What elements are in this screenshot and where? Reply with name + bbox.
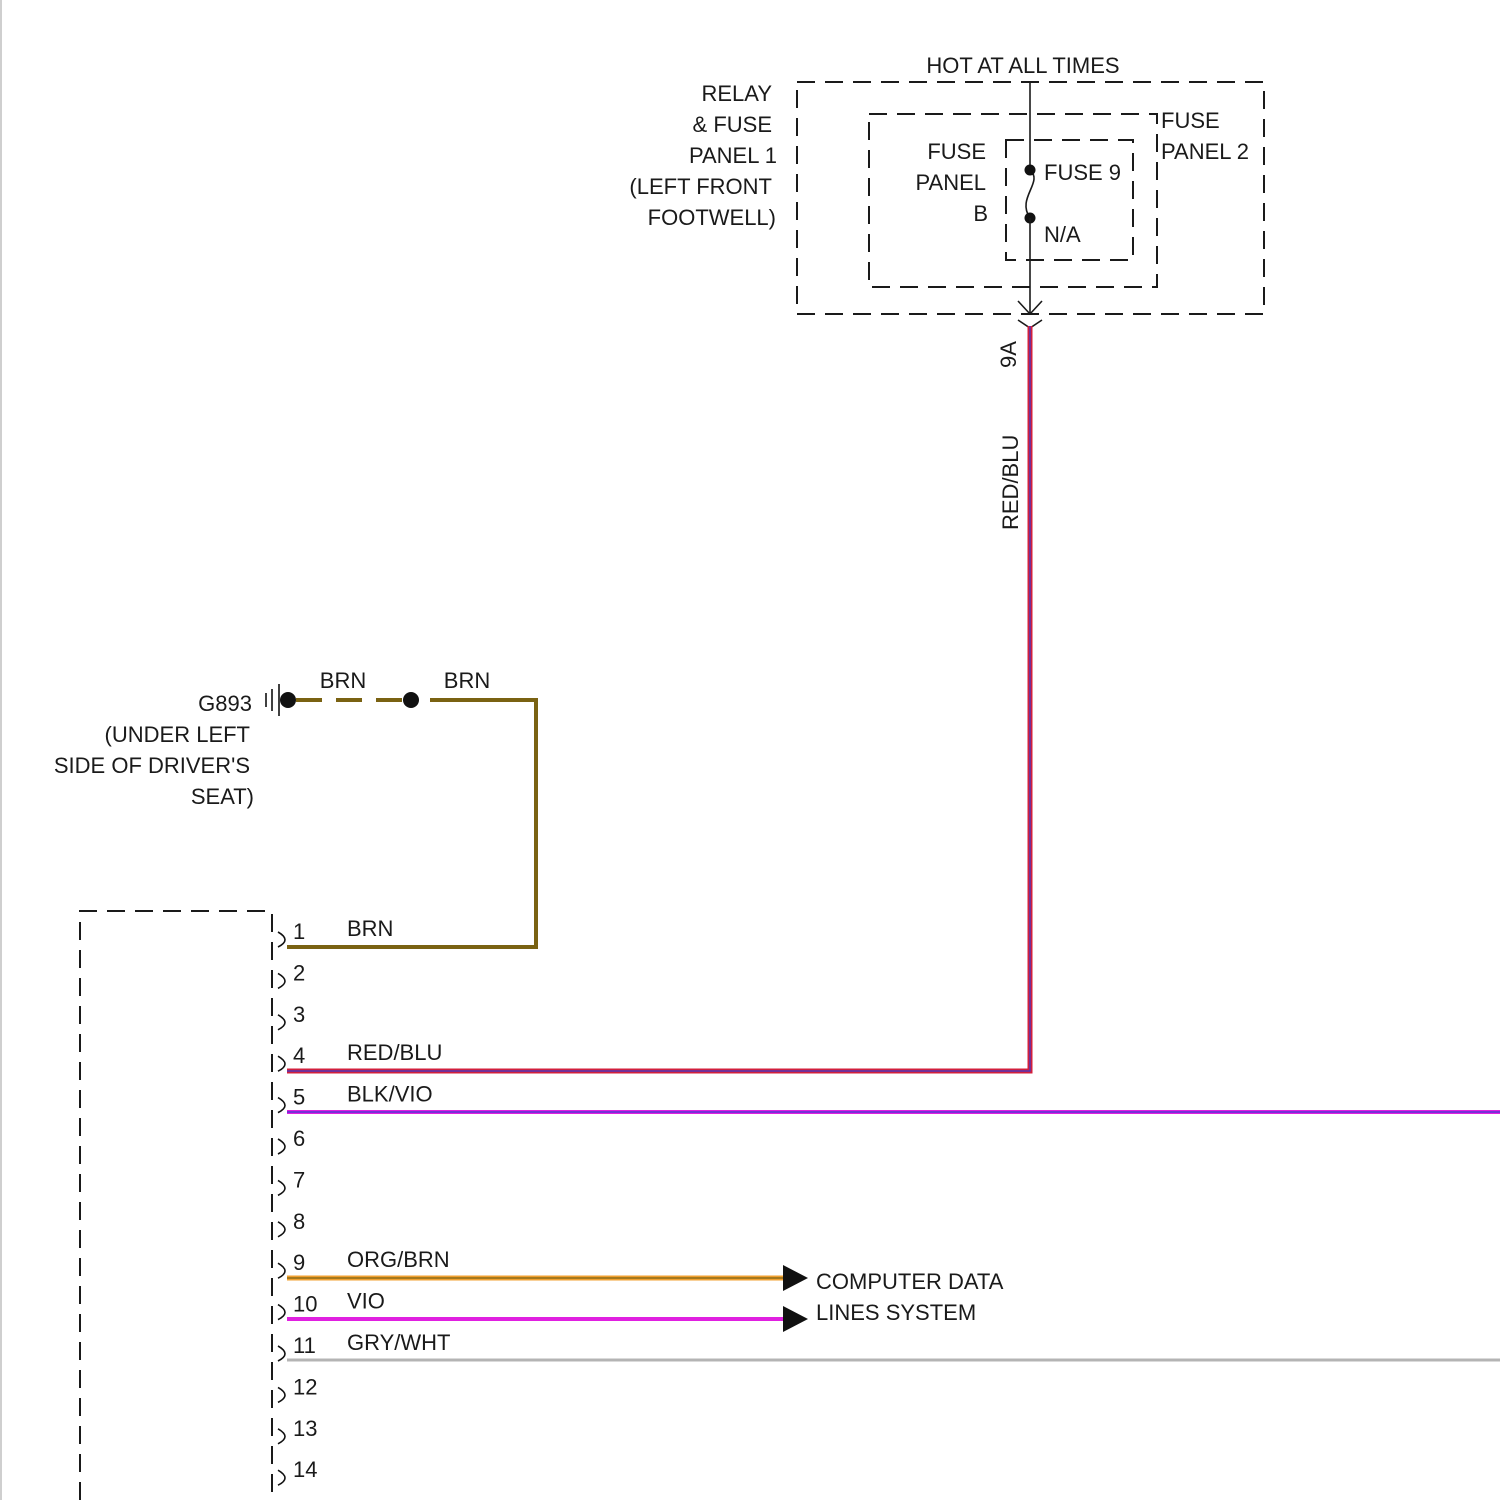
svg-text:PANEL: PANEL <box>915 170 986 195</box>
pin-number: 5 <box>293 1085 305 1110</box>
connector-pin: 13 <box>278 1416 317 1444</box>
svg-text:LINES SYSTEM: LINES SYSTEM <box>816 1300 976 1325</box>
svg-text:FUSE: FUSE <box>1161 108 1220 133</box>
svg-text:PANEL 1: PANEL 1 <box>689 143 777 168</box>
pin-number: 1 <box>293 919 305 944</box>
connector-pin: 12 <box>278 1374 317 1402</box>
fuse-name: FUSE 9 <box>1044 160 1121 185</box>
pin-terminal-icon <box>278 973 285 988</box>
pin-terminal-icon <box>278 1015 285 1030</box>
svg-text:RELAY: RELAY <box>701 81 772 106</box>
hot-at-all-times-label: HOT AT ALL TIMES <box>926 53 1119 78</box>
pin-wire-label: BLK/VIO <box>347 1082 433 1107</box>
ground-splice-dot <box>280 692 296 708</box>
ground-location-label: (UNDER LEFT SIDE OF DRIVER'S SEAT) <box>54 722 254 809</box>
connector-pin: 2 <box>278 960 305 988</box>
svg-text:B: B <box>973 201 988 226</box>
computer-data-lines-label: COMPUTER DATA LINES SYSTEM <box>816 1269 1004 1325</box>
relay-fuse-panel-1-label: RELAY & FUSE PANEL 1 (LEFT FRONT FOOTWEL… <box>629 81 777 230</box>
arrow-right-icon <box>783 1306 808 1332</box>
pin-terminal-icon <box>278 1305 285 1320</box>
connector-pin: 3 <box>278 1002 305 1030</box>
pin-number: 8 <box>293 1209 305 1234</box>
pin-wire-label: RED/BLU <box>347 1040 442 1065</box>
arrow-right-icon <box>783 1265 808 1291</box>
svg-text:PANEL 2: PANEL 2 <box>1161 139 1249 164</box>
connector-pin: 7 <box>278 1167 305 1195</box>
connector-pin: 5 BLK/VIO <box>278 1082 433 1113</box>
svg-text:& FUSE: & FUSE <box>693 112 772 137</box>
pin-terminal-icon <box>278 1346 285 1361</box>
connector-pins: 1 BRN 2 3 4 RED/BLU 5 BLK/VIO 6 7 8 9 ORG/BRN 10 VIO 11… <box>278 916 450 1485</box>
svg-text:FOOTWELL): FOOTWELL) <box>648 205 776 230</box>
component-box <box>80 911 272 1500</box>
pin-terminal-icon <box>278 1222 285 1237</box>
pin-number: 11 <box>293 1333 316 1358</box>
pin-terminal-icon <box>278 932 285 947</box>
pin-number: 12 <box>293 1374 317 1399</box>
connector-pin: 14 <box>278 1457 317 1485</box>
pin-terminal-icon <box>278 1470 285 1485</box>
connector-pin: 4 RED/BLU <box>278 1040 442 1071</box>
svg-text:SEAT): SEAT) <box>191 784 254 809</box>
svg-text:SIDE OF DRIVER'S: SIDE OF DRIVER'S <box>54 753 250 778</box>
pin-number: 10 <box>293 1292 317 1317</box>
svg-text:FUSE: FUSE <box>927 139 986 164</box>
connector-9a-label: 9A <box>996 341 1021 368</box>
wire-brn <box>287 700 536 947</box>
connector-pin: 10 VIO <box>278 1289 385 1320</box>
pin-wire-label: BRN <box>347 916 393 941</box>
fuse-terminal-top <box>1025 165 1036 176</box>
pin-number: 7 <box>293 1167 305 1192</box>
ground-g893-icon <box>266 684 279 716</box>
splice-dot <box>403 692 419 708</box>
pin-wire-label: ORG/BRN <box>347 1247 450 1272</box>
pin-number: 9 <box>293 1250 305 1275</box>
fuse-panel-2-label: FUSE PANEL 2 <box>1161 108 1249 164</box>
fuse-rating: N/A <box>1044 222 1081 247</box>
pin-terminal-icon <box>278 1056 285 1071</box>
svg-text:(LEFT FRONT: (LEFT FRONT <box>629 174 772 199</box>
pin-terminal-icon <box>278 1180 285 1195</box>
brn-label-left: BRN <box>320 668 366 693</box>
connector-pin: 9 ORG/BRN <box>278 1247 450 1278</box>
connector-pin: 1 BRN <box>278 916 393 947</box>
pin-number: 2 <box>293 960 305 985</box>
ground-id: G893 <box>198 691 252 716</box>
pin-number: 3 <box>293 1002 305 1027</box>
pin-terminal-icon <box>278 1429 285 1444</box>
pin-wire-label: VIO <box>347 1289 385 1314</box>
pin-number: 13 <box>293 1416 317 1441</box>
pin-number: 14 <box>293 1457 317 1482</box>
pin-terminal-icon <box>278 1139 285 1154</box>
svg-text:COMPUTER DATA: COMPUTER DATA <box>816 1269 1004 1294</box>
red-blu-vertical-label: RED/BLU <box>998 435 1023 530</box>
fuse-panel-b-label: FUSE PANEL B <box>915 139 988 226</box>
connector-pin: 6 <box>278 1126 305 1154</box>
pin-terminal-icon <box>278 1098 285 1113</box>
brn-label-right: BRN <box>444 668 490 693</box>
pin-terminal-icon <box>278 1263 285 1278</box>
connector-pin: 8 <box>278 1209 305 1237</box>
pin-number: 4 <box>293 1043 305 1068</box>
fuse-symbol <box>1026 170 1034 218</box>
svg-text:(UNDER LEFT: (UNDER LEFT <box>105 722 250 747</box>
pin-terminal-icon <box>278 1387 285 1402</box>
pin-wire-label: GRY/WHT <box>347 1330 450 1355</box>
pin-number: 6 <box>293 1126 305 1151</box>
connector-pin: 11 GRY/WHT <box>278 1330 450 1361</box>
